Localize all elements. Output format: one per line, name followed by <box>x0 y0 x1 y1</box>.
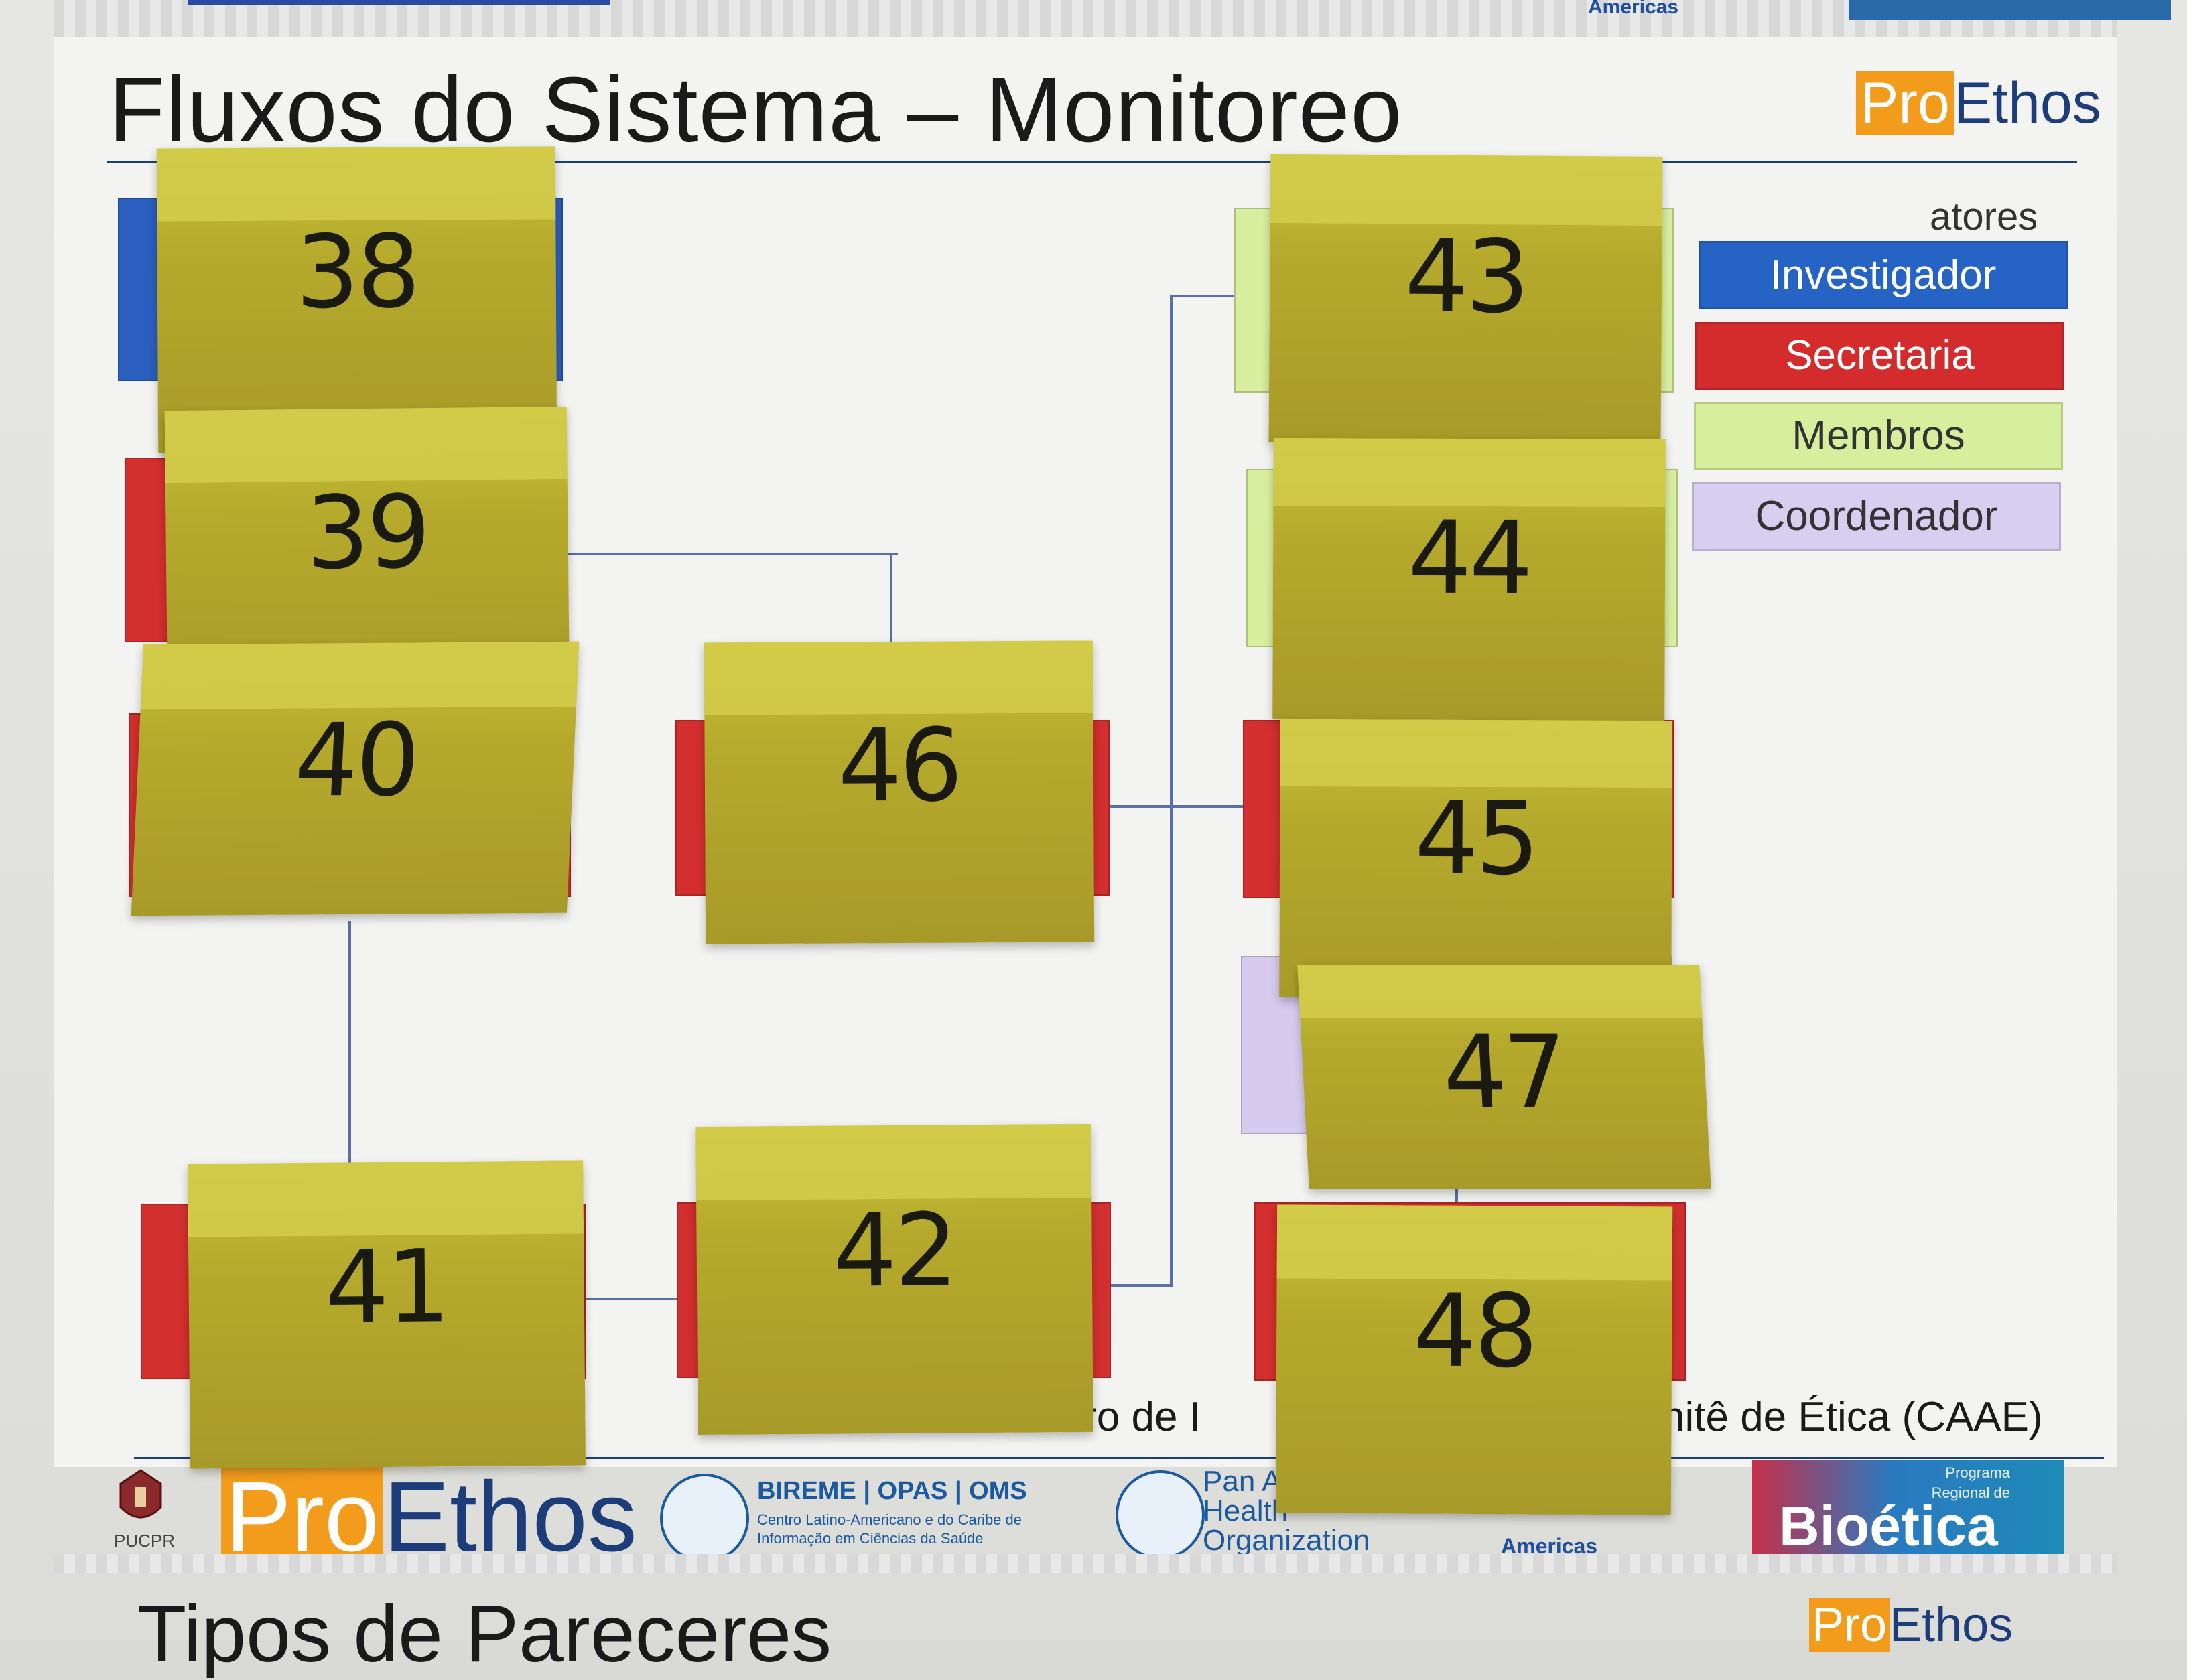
bireme-title: BIREME | OPAS | OMS <box>757 1477 1027 1505</box>
caption-fragment-right: nitê de Ética (CAAE) <box>1662 1394 2043 1440</box>
previous-slide-bar <box>188 0 610 5</box>
bioetica-name: Bioética <box>1779 1494 1998 1557</box>
legend-coordenador: Coordenador <box>1692 482 2061 551</box>
sticky-note-40: 40 <box>131 641 580 916</box>
sticky-note-44: 44 <box>1272 437 1666 721</box>
sticky-note-43: 43 <box>1268 153 1663 445</box>
previous-slide-strip: Americas <box>54 0 2171 37</box>
paho-globe-icon <box>1116 1470 1205 1559</box>
title-divider <box>107 161 2077 163</box>
sticky-note-adhesive-band <box>1280 719 1672 788</box>
sticky-note-adhesive-band <box>140 641 580 710</box>
sticky-note-adhesive-band <box>1276 1204 1673 1281</box>
connector-42-up-h <box>1106 1284 1173 1287</box>
sticky-note-41: 41 <box>188 1160 586 1469</box>
next-slide-proethos-logo: ProEthos <box>1809 1598 2013 1653</box>
sticky-note-adhesive-band <box>188 1160 584 1237</box>
sticky-note-number: 41 <box>324 1229 448 1346</box>
legend-title: atores <box>1930 195 2038 238</box>
sticky-note-45: 45 <box>1279 719 1672 999</box>
sticky-note-number: 45 <box>1414 780 1538 898</box>
sticky-note-48: 48 <box>1275 1204 1673 1515</box>
previous-slide-bioetica-logo <box>1849 0 2171 20</box>
bioetica-logo: Programa Regional de Bioética <box>1752 1460 2064 1557</box>
sticky-note-47: 47 <box>1297 965 1711 1189</box>
sticky-note-number: 39 <box>305 474 429 592</box>
proethos-footer-ethos: Ethos <box>383 1462 637 1572</box>
sticky-note-number: 38 <box>295 214 419 332</box>
connector-to-43 <box>1170 295 1270 297</box>
sticky-note-adhesive-band <box>1297 965 1703 1019</box>
connector-40-to-41 <box>348 921 351 1216</box>
sticky-note-adhesive-band <box>1270 153 1663 226</box>
sticky-note-adhesive-band <box>695 1123 1092 1201</box>
sticky-note-number: 42 <box>832 1192 956 1310</box>
proethos-footer-pro: Pro <box>221 1462 384 1572</box>
proethos-logo-header: ProEthos <box>1856 70 2101 137</box>
next-slide-strip <box>54 1554 2117 1573</box>
sticky-note-number: 46 <box>837 707 961 825</box>
connector-41-to-42 <box>576 1298 730 1300</box>
legend-investigador: Investigador <box>1699 241 2068 309</box>
footer-divider <box>134 1457 2104 1459</box>
next-slide-title: Tipos de Pareceres <box>137 1589 832 1679</box>
bioetica-subtitle: Programa Regional de <box>1931 1464 2010 1501</box>
sticky-note-46: 46 <box>704 640 1095 944</box>
pucpr-crest-icon <box>119 1469 162 1519</box>
sticky-note-adhesive-band <box>704 640 1094 715</box>
sticky-note-42: 42 <box>695 1123 1094 1436</box>
legend-membros: Membros <box>1694 402 2063 470</box>
previous-slide-americas-text: Americas <box>1588 0 1679 18</box>
sticky-note-number: 47 <box>1439 1013 1569 1131</box>
connector-46-to-45 <box>1106 805 1293 808</box>
sticky-note-number: 43 <box>1404 218 1528 336</box>
bireme-description: Centro Latino-Americano e do Caribe de I… <box>757 1511 1022 1547</box>
sticky-note-adhesive-band <box>1273 437 1666 507</box>
connector-39-to-46-v <box>890 553 892 680</box>
sticky-note-number: 44 <box>1407 500 1531 618</box>
proethos-logo-footer: ProEthos <box>221 1460 637 1574</box>
slide-title: Fluxos do Sistema – Monitoreo <box>109 58 1403 161</box>
bireme-globe-icon <box>660 1474 749 1563</box>
sticky-note-number: 40 <box>291 702 420 820</box>
proethos-logo-pro: Pro <box>1856 71 1954 135</box>
next-proethos-ethos: Ethos <box>1890 1598 2013 1652</box>
connector-42-up-v <box>1170 295 1173 1287</box>
legend-secretaria: Secretaria <box>1695 322 2064 390</box>
connector-39-to-46-h <box>563 553 898 555</box>
sticky-note-adhesive-band <box>156 146 556 222</box>
sticky-note-number: 48 <box>1412 1273 1536 1391</box>
proethos-logo-ethos: Ethos <box>1953 71 2101 135</box>
sticky-note-adhesive-band <box>164 406 568 484</box>
pucpr-label: PUCPR <box>114 1531 176 1551</box>
next-proethos-pro: Pro <box>1809 1598 1890 1652</box>
